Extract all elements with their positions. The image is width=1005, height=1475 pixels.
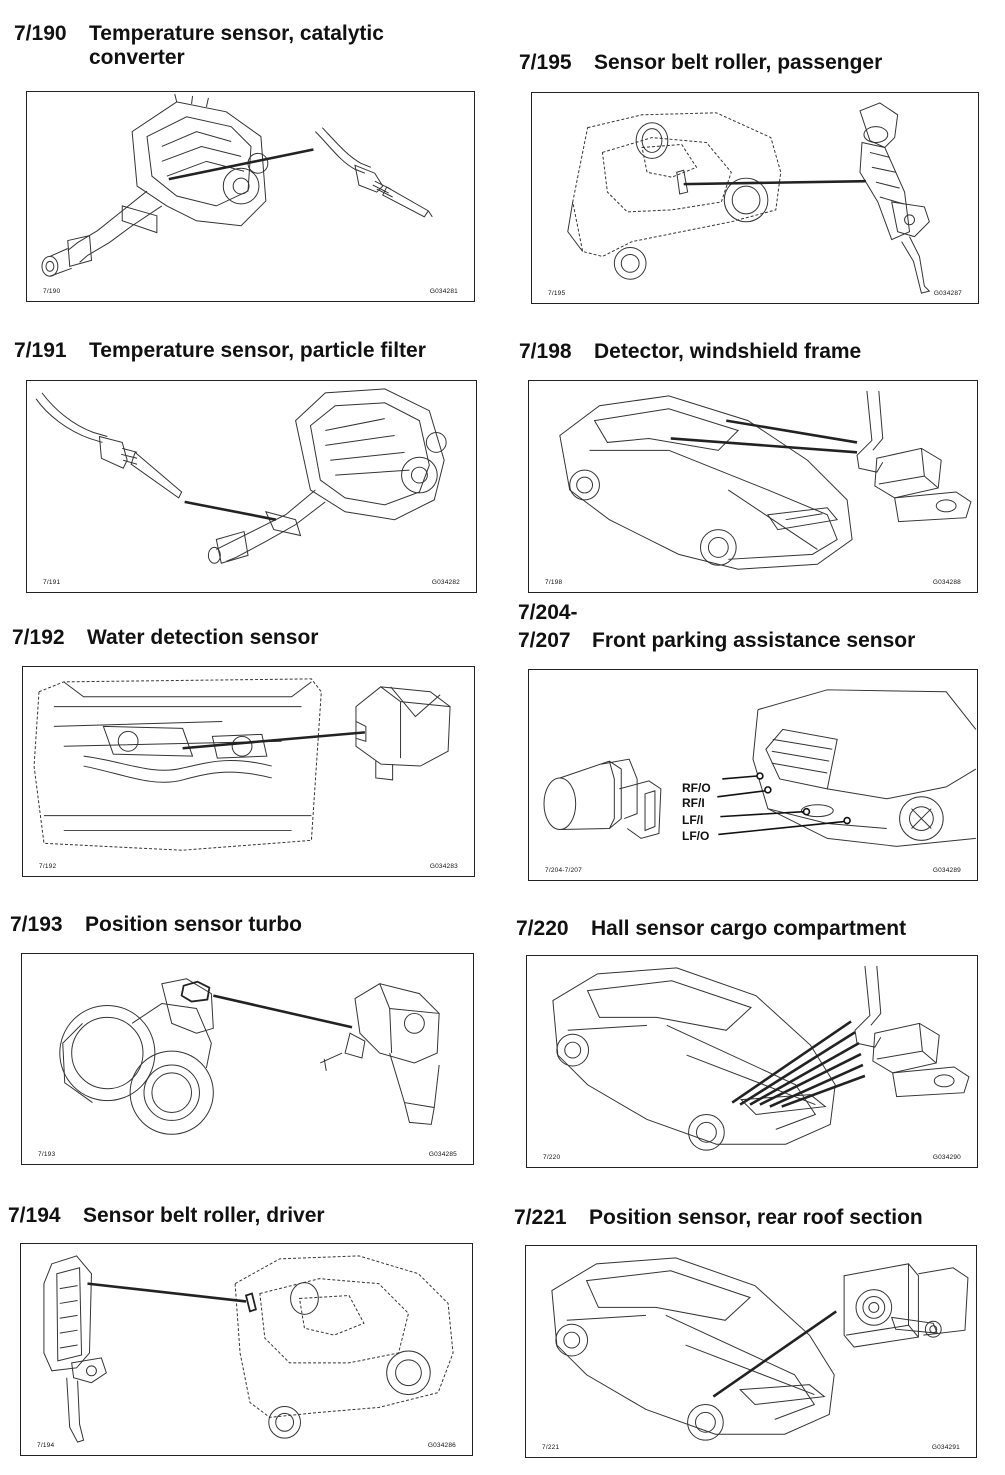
illustration-water-detection-sensor: [33, 678, 451, 851]
figure-caption-right: G034282: [431, 579, 460, 586]
sensor-label-rf-o: RF/O: [682, 781, 711, 795]
section-title-7-193: 7/193 Position sensor turbo: [10, 913, 450, 939]
illustration-passenger-belt-roller-sensor: [567, 102, 931, 294]
figure-7-194: 7/194 G034286: [20, 1243, 473, 1456]
section-code-line2: 7/207: [518, 629, 571, 652]
section-title-7-221: 7/221 Position sensor, rear roof section: [514, 1206, 984, 1232]
figure-caption-left: 7/195: [548, 290, 566, 297]
sensor-label-lf-o: LF/O: [682, 829, 710, 843]
section-title-text: Hall sensor cargo compartment: [591, 917, 907, 940]
sensor-label-rf-i: RF/I: [682, 796, 705, 810]
section-title-7-192: 7/192 Water detection sensor: [12, 626, 452, 652]
section-title-text: Position sensor, rear roof section: [589, 1206, 923, 1229]
section-code: 7/220: [516, 917, 569, 940]
illustration-turbo-position-sensor: [59, 978, 440, 1135]
figure-caption-left: 7/190: [43, 288, 61, 295]
figure-7-190: 7/190 G034281: [26, 91, 475, 302]
figure-caption-left: 7/204-7/207: [545, 867, 582, 874]
figure-caption-left: 7/194: [37, 1442, 55, 1449]
section-title-text-line2: converter: [89, 46, 185, 69]
section-code: 7/194: [8, 1204, 61, 1227]
section-code: 7/193: [10, 913, 63, 936]
figure-7-204-7-207: RF/O RF/I LF/I LF/O 7/204-7/207 G034289: [528, 669, 978, 881]
section-title-text: Sensor belt roller, driver: [83, 1204, 325, 1227]
figure-7-195: 7/195 G034287: [531, 92, 979, 304]
section-title-7-191: 7/191 Temperature sensor, particle filte…: [14, 339, 454, 365]
section-code: 7/190: [14, 22, 67, 45]
figure-caption-left: 7/192: [39, 863, 57, 870]
figure-7-220: 7/220 G034290: [526, 955, 978, 1168]
sensor-label-lf-i: LF/I: [682, 813, 704, 827]
illustration-driver-belt-roller-sensor: [43, 1255, 454, 1443]
section-code: 7/204-: [518, 601, 578, 624]
figure-7-192: 7/192 G034283: [22, 666, 475, 877]
section-title-7-204-7-207: 7/204- 7/207 Front parking assistance se…: [518, 601, 978, 653]
illustration-windshield-detector: [559, 390, 972, 570]
figure-caption-right: G034285: [428, 1151, 457, 1158]
figure-caption-right: G034291: [931, 1444, 960, 1451]
figure-caption-right: G034283: [429, 863, 458, 870]
section-title-7-220: 7/220 Hall sensor cargo compartment: [516, 917, 986, 943]
illustration-cargo-hall-sensor: [552, 965, 970, 1151]
section-title-7-195: 7/195 Sensor belt roller, passenger: [519, 51, 979, 77]
section-code: 7/195: [519, 51, 572, 74]
section-title-7-198: 7/198 Detector, windshield frame: [519, 340, 979, 366]
section-code: 7/221: [514, 1206, 567, 1229]
figure-7-193: 7/193 G034285: [21, 953, 474, 1165]
illustration-front-parking-sensors: [543, 689, 977, 847]
figure-7-198: 7/198 G034288: [528, 380, 978, 593]
figure-caption-right: G034281: [429, 288, 458, 295]
section-title-text: Water detection sensor: [87, 626, 319, 649]
figure-caption-left: 7/191: [43, 579, 61, 586]
section-title-text: Temperature sensor, particle filter: [89, 339, 426, 362]
figure-7-191: 7/191 G034282: [26, 380, 477, 593]
section-title-text: Front parking assistance sensor: [592, 629, 916, 652]
section-title-7-190: 7/190 Temperature sensor, catalytic conv…: [14, 22, 434, 72]
section-code: 7/192: [12, 626, 65, 649]
section-title-7-194: 7/194 Sensor belt roller, driver: [8, 1204, 448, 1230]
figure-caption-right: G034286: [427, 1442, 456, 1449]
figure-caption-left: 7/198: [545, 579, 563, 586]
section-code: 7/191: [14, 339, 67, 362]
figure-caption-right: G034289: [932, 867, 961, 874]
figure-caption-left: 7/221: [542, 1444, 560, 1451]
section-title-text: Sensor belt roller, passenger: [594, 51, 883, 74]
figure-caption-right: G034287: [933, 290, 962, 297]
section-title-text: Temperature sensor, catalytic: [89, 22, 384, 45]
section-title-text: Position sensor turbo: [85, 913, 303, 936]
figure-caption-left: 7/220: [543, 1154, 561, 1161]
illustration-particle-filter-sensor: [35, 388, 447, 564]
section-title-text: Detector, windshield frame: [594, 340, 862, 363]
figure-caption-right: G034290: [932, 1154, 961, 1161]
figure-7-221: 7/221 G034291: [525, 1245, 977, 1458]
illustration-rear-roof-position-sensor: [551, 1257, 969, 1441]
figure-caption-right: G034288: [932, 579, 961, 586]
illustration-catalytic-converter-sensor: [41, 93, 433, 277]
figure-caption-left: 7/193: [38, 1151, 56, 1158]
section-code: 7/198: [519, 340, 572, 363]
